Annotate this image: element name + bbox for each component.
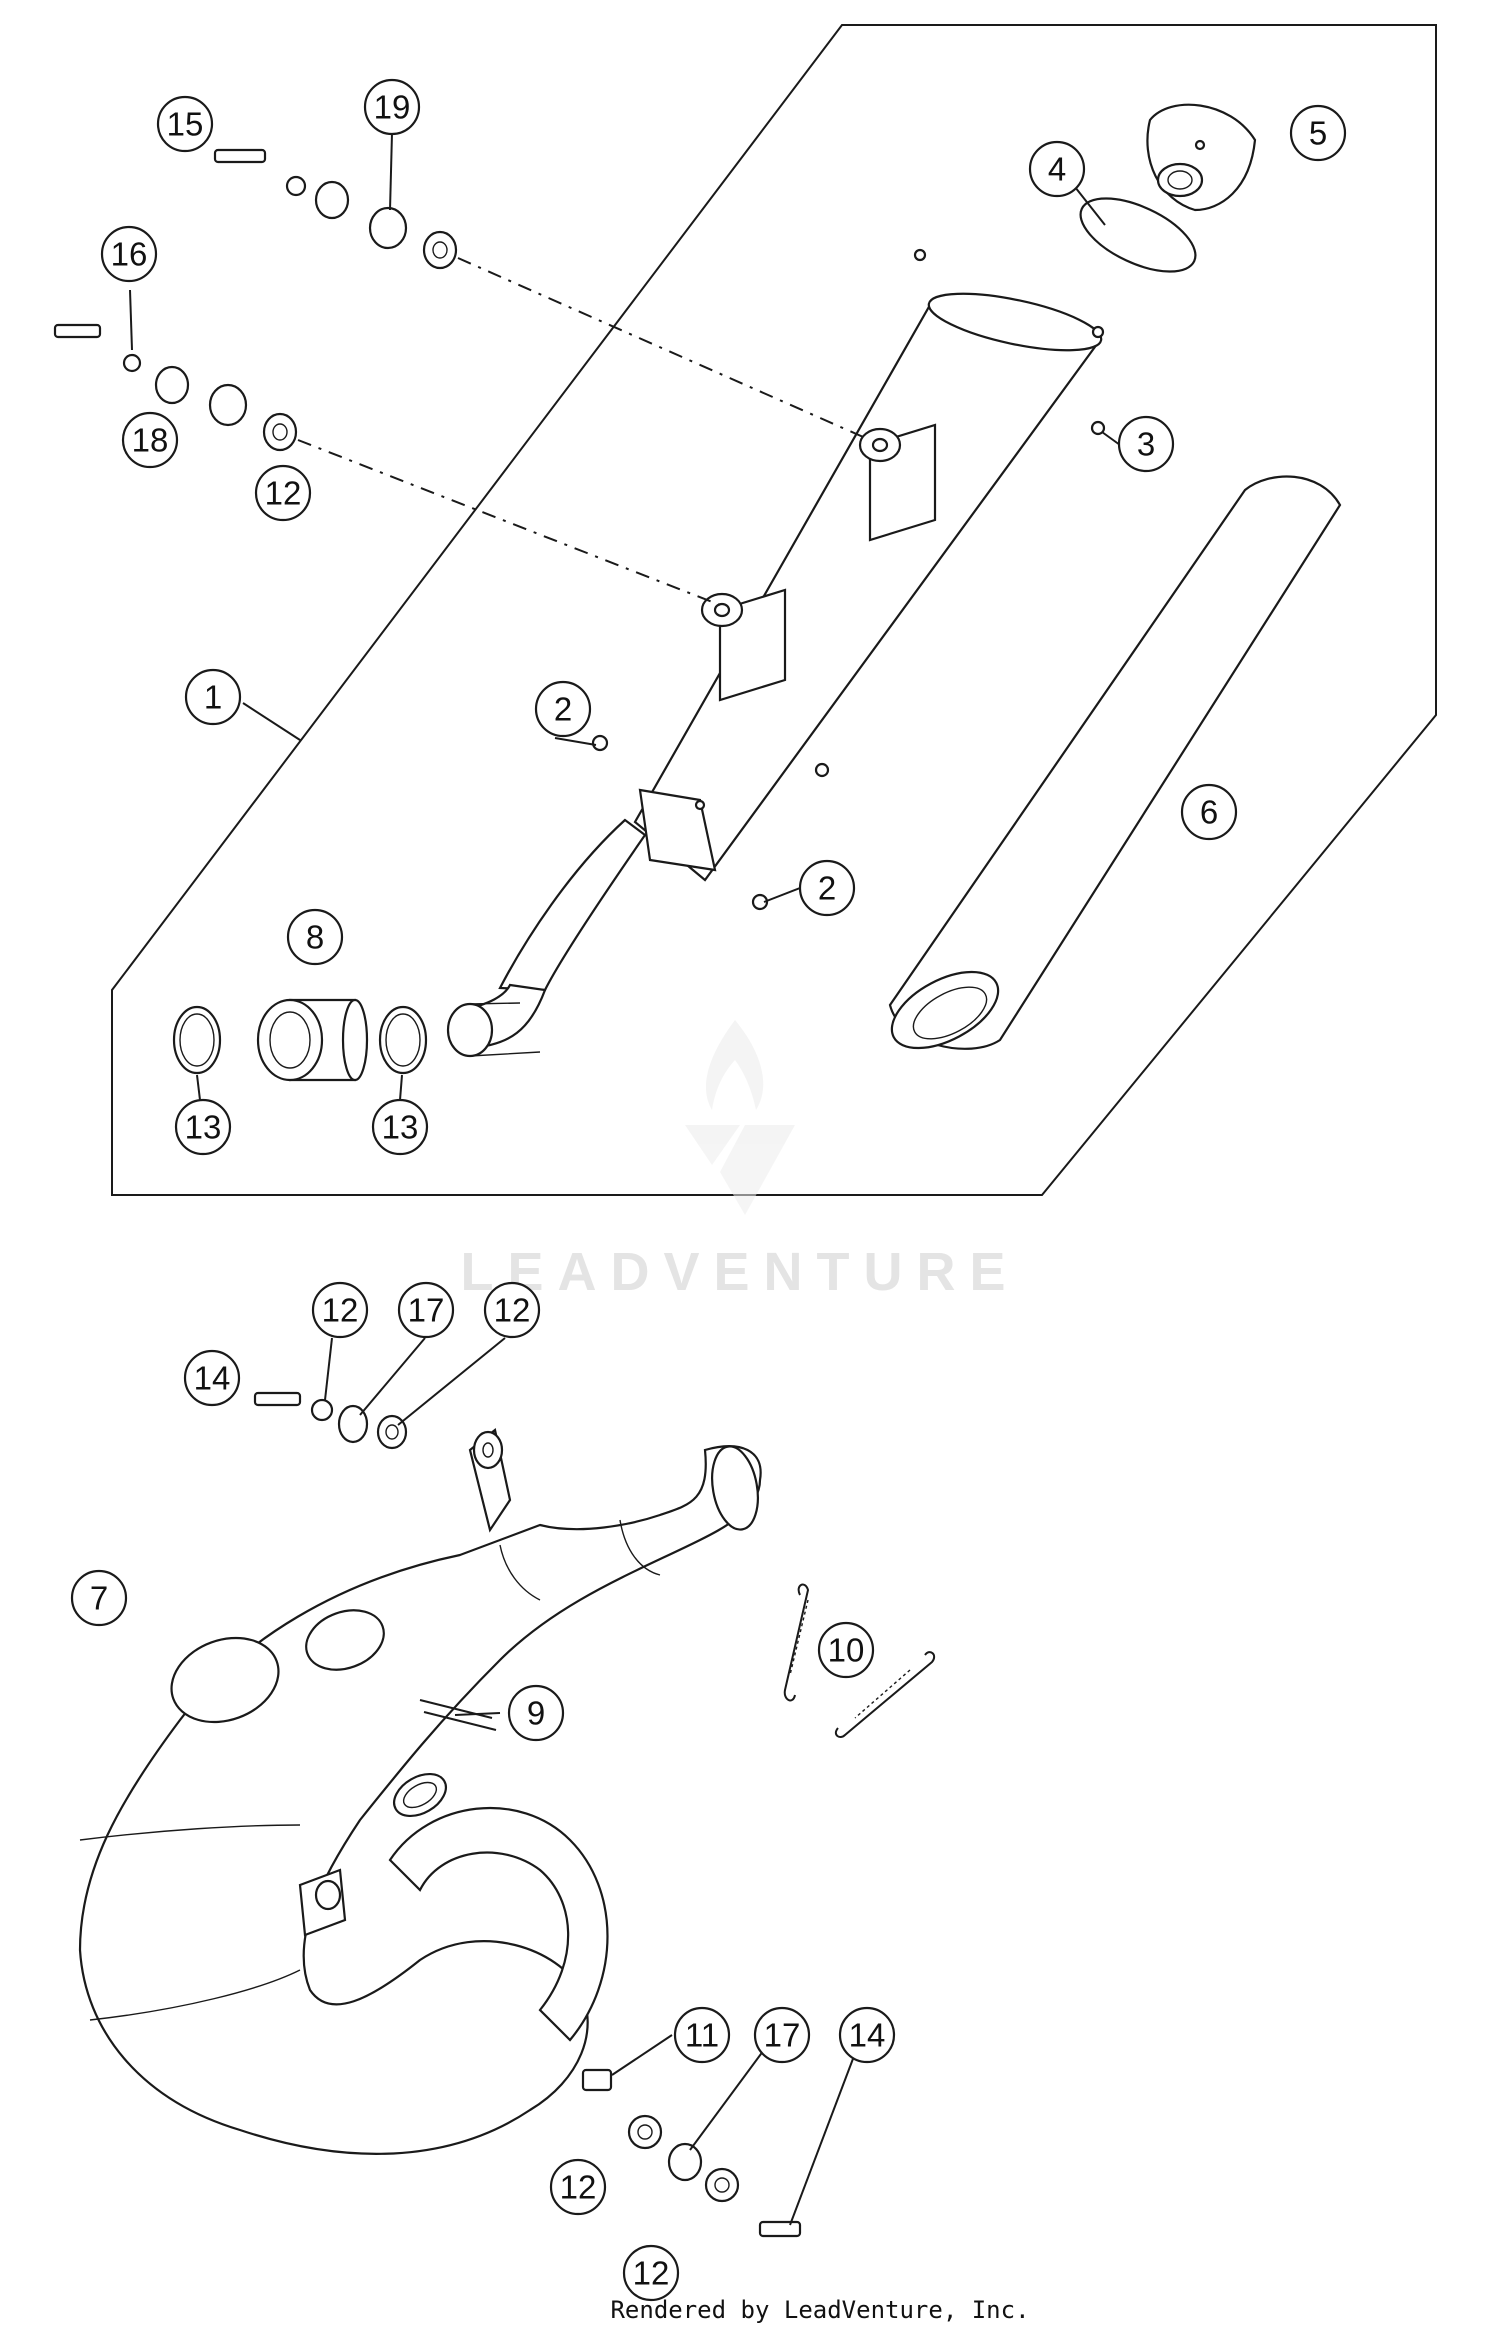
svg-text:12: 12 bbox=[560, 2169, 597, 2206]
end-cap bbox=[1146, 103, 1257, 212]
callout-16: 16 bbox=[100, 225, 158, 283]
svg-text:12: 12 bbox=[494, 1292, 531, 1329]
svg-text:8: 8 bbox=[306, 919, 324, 956]
callout-14-lower: 14 bbox=[838, 2006, 896, 2064]
exhaust-springs bbox=[783, 1583, 936, 1738]
callout-4: 4 bbox=[1028, 140, 1086, 198]
svg-text:12: 12 bbox=[633, 2255, 670, 2292]
seal-ring bbox=[172, 1005, 222, 1075]
svg-text:17: 17 bbox=[408, 1292, 445, 1329]
svg-text:15: 15 bbox=[167, 106, 204, 143]
callout-18: 18 bbox=[121, 411, 179, 469]
callout-12-exhaust-left: 12 bbox=[311, 1281, 369, 1339]
leader-lines bbox=[129, 132, 1121, 2226]
screw-icon bbox=[913, 248, 927, 262]
svg-text:2: 2 bbox=[554, 691, 572, 728]
svg-text:16: 16 bbox=[111, 236, 148, 273]
o-ring bbox=[1079, 197, 1197, 273]
callout-12-exhaust-right: 12 bbox=[483, 1281, 541, 1339]
watermark-logo bbox=[685, 1020, 795, 1215]
fastener-stack-exhaust-upper bbox=[253, 1391, 408, 1450]
o-ring-pair bbox=[419, 1699, 497, 1731]
callout-7: 7 bbox=[70, 1569, 128, 1627]
svg-text:3: 3 bbox=[1137, 426, 1155, 463]
watermark-text: LEADVENTURE bbox=[460, 1242, 1019, 1302]
callout-2-lower: 2 bbox=[798, 859, 856, 917]
seal-ring bbox=[378, 1005, 428, 1075]
svg-text:2: 2 bbox=[818, 870, 836, 907]
callout-12-silencer: 12 bbox=[254, 464, 312, 522]
callout-15: 15 bbox=[156, 95, 214, 153]
fastener-stack-exhaust-lower bbox=[581, 2068, 802, 2238]
dashed-leader-upper bbox=[457, 257, 871, 441]
callout-1: 1 bbox=[184, 668, 242, 726]
svg-text:14: 14 bbox=[194, 1360, 231, 1397]
silencer-group-outline bbox=[111, 24, 1437, 1196]
svg-text:4: 4 bbox=[1048, 151, 1066, 188]
rivet-icon bbox=[751, 893, 769, 911]
callout-19: 19 bbox=[363, 78, 421, 136]
connecting-sleeve bbox=[256, 998, 369, 1082]
callout-17-upper: 17 bbox=[397, 1281, 455, 1339]
footer-credit: Rendered by LeadVenture, Inc. bbox=[610, 2296, 1029, 2324]
svg-text:19: 19 bbox=[374, 89, 411, 126]
svg-text:1: 1 bbox=[204, 679, 222, 716]
callout-5: 5 bbox=[1289, 104, 1347, 162]
svg-text:5: 5 bbox=[1309, 115, 1327, 152]
rivet-icon bbox=[591, 734, 609, 752]
svg-text:6: 6 bbox=[1200, 794, 1218, 831]
silencer-sleeve bbox=[888, 475, 1342, 1050]
screw-icon bbox=[1090, 420, 1106, 436]
dashed-leader-lower bbox=[297, 439, 721, 606]
callout-13-left: 13 bbox=[174, 1098, 232, 1156]
svg-text:12: 12 bbox=[265, 475, 302, 512]
svg-text:13: 13 bbox=[185, 1109, 222, 1146]
svg-text:17: 17 bbox=[764, 2017, 801, 2054]
callout-3: 3 bbox=[1117, 415, 1175, 473]
svg-text:12: 12 bbox=[322, 1292, 359, 1329]
svg-text:14: 14 bbox=[849, 2017, 886, 2054]
callout-8: 8 bbox=[286, 908, 344, 966]
svg-text:9: 9 bbox=[527, 1695, 545, 1732]
callout-12-lower-bottom: 12 bbox=[622, 2244, 680, 2302]
callout-14-upper: 14 bbox=[183, 1349, 241, 1407]
callout-2-upper: 2 bbox=[534, 680, 592, 738]
callout-13-right: 13 bbox=[371, 1098, 429, 1156]
svg-text:7: 7 bbox=[90, 1580, 108, 1617]
callout-6: 6 bbox=[1180, 783, 1238, 841]
svg-text:10: 10 bbox=[828, 1632, 865, 1669]
callout-11: 11 bbox=[673, 2006, 731, 2064]
silencer-body bbox=[446, 292, 1105, 1058]
callout-10: 10 bbox=[817, 1621, 875, 1679]
svg-text:13: 13 bbox=[382, 1109, 419, 1146]
callout-9: 9 bbox=[507, 1684, 565, 1742]
fastener-stack-upper bbox=[213, 148, 458, 270]
svg-text:18: 18 bbox=[132, 422, 169, 459]
exhaust-pipe bbox=[78, 1428, 762, 2155]
callout-17-lower: 17 bbox=[753, 2006, 811, 2064]
fastener-stack-lower bbox=[53, 323, 298, 452]
callout-12-lower-left: 12 bbox=[549, 2158, 607, 2216]
svg-text:11: 11 bbox=[685, 2017, 719, 2054]
screw-icon bbox=[814, 762, 830, 778]
